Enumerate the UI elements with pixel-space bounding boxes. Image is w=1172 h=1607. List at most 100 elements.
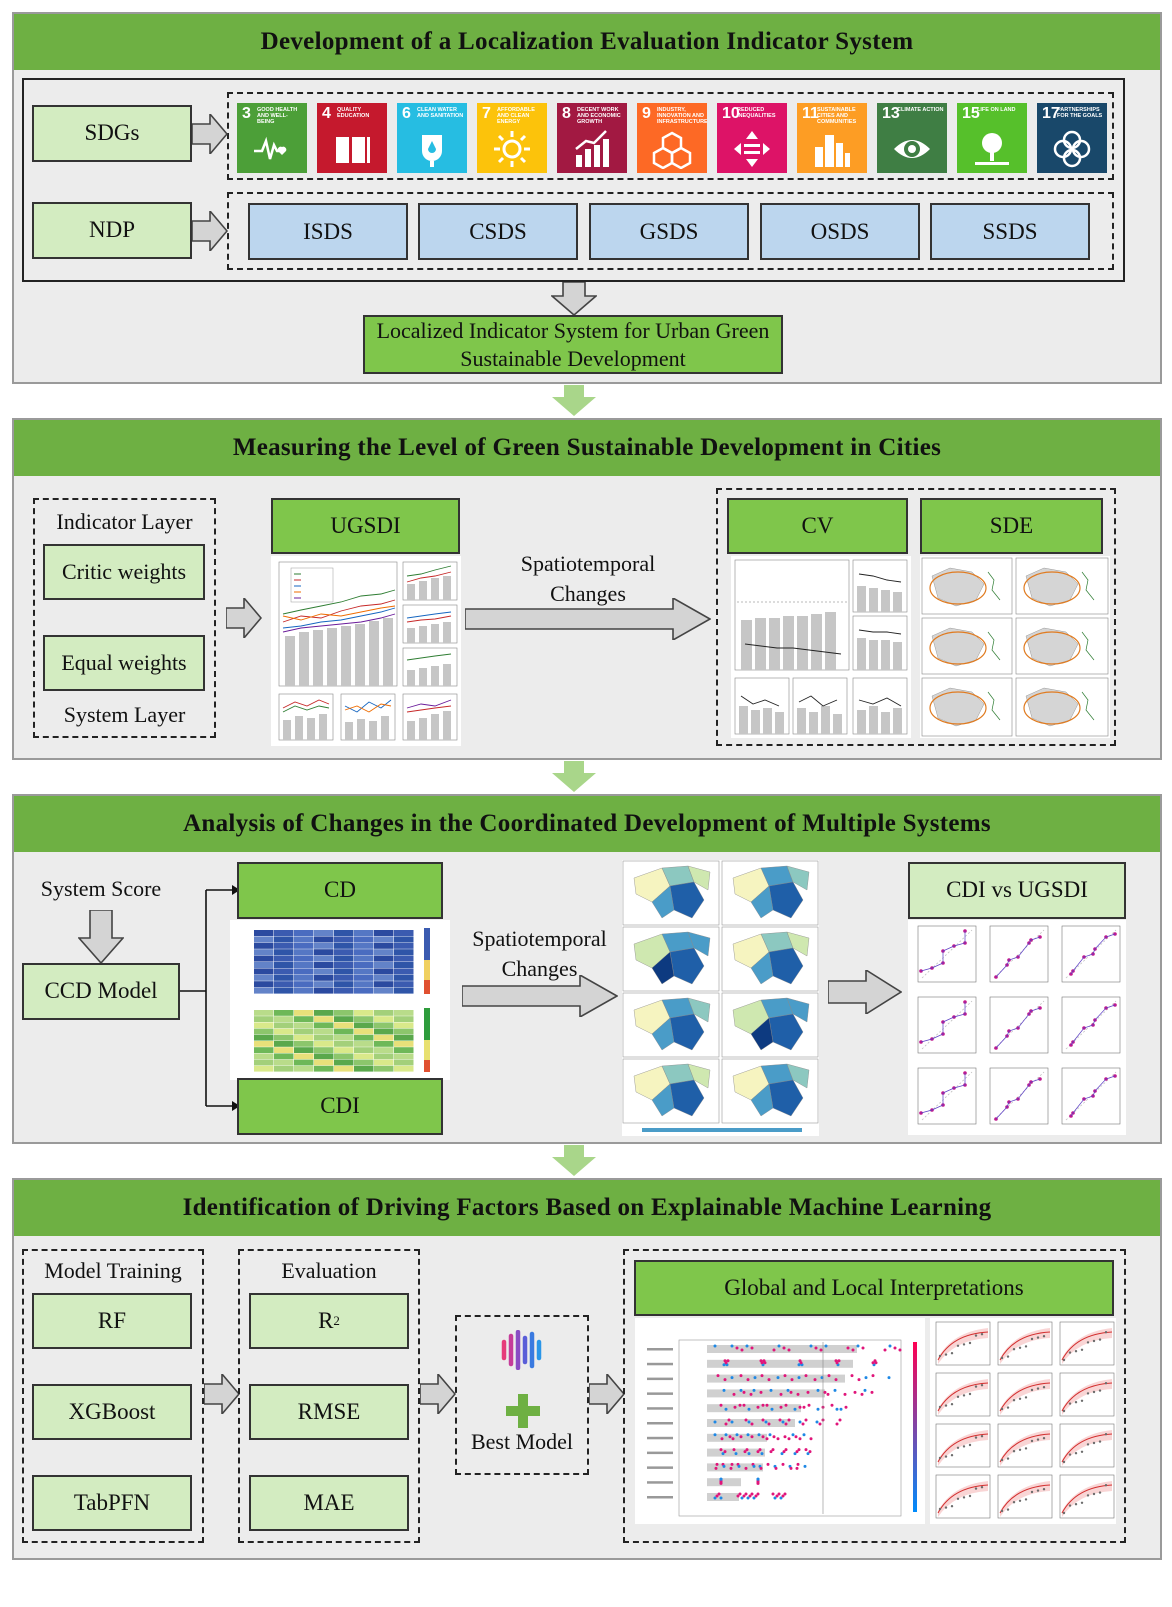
dependence-panel — [997, 1423, 1053, 1468]
importance-bar — [707, 1463, 763, 1472]
shap-point — [724, 1407, 728, 1411]
heatmap-cell — [274, 974, 294, 981]
sdg-tile-13: 13Climate action — [877, 103, 947, 173]
shap-point — [834, 1378, 838, 1382]
section-title: Development of a Localization Evaluation… — [14, 14, 1160, 70]
shap-point — [843, 1392, 847, 1396]
shap-point — [863, 1388, 867, 1392]
heatmap-cell — [394, 962, 414, 968]
shap-point — [760, 1452, 764, 1456]
cv-bar-plots — [734, 559, 908, 735]
shap-point — [813, 1378, 817, 1382]
heatmap-cell — [314, 1059, 334, 1066]
trend-curve — [999, 1382, 1051, 1412]
heatmap-cell — [294, 1022, 314, 1029]
heatmap-cell — [274, 949, 294, 956]
shap-point — [730, 1344, 734, 1348]
heatmap-cell — [254, 1053, 274, 1060]
shap-point — [871, 1374, 875, 1378]
shap-point — [802, 1405, 806, 1409]
dependence-point — [956, 1497, 960, 1500]
dependence-point — [1104, 1331, 1108, 1334]
shap-point — [795, 1466, 799, 1470]
shap-point — [807, 1403, 811, 1407]
shap-point — [844, 1405, 848, 1409]
heatmap-cell — [374, 1041, 394, 1047]
shap-point — [781, 1420, 785, 1424]
heatmap-cell — [354, 1065, 374, 1072]
shap-point — [728, 1435, 732, 1439]
arrow-right-icon — [420, 1374, 456, 1414]
heatmap-cell — [354, 1022, 374, 1029]
heatmap-cell — [314, 1041, 334, 1047]
weights-frame — [33, 498, 216, 738]
shap-point — [796, 1392, 800, 1396]
heatmap-cell — [394, 949, 414, 956]
heatmap-cell — [314, 968, 334, 975]
dependence-point — [1092, 1339, 1096, 1343]
cd-box: CD — [237, 862, 443, 919]
shap-point — [798, 1405, 802, 1409]
dependence-point — [1092, 1441, 1096, 1445]
shap-point — [735, 1346, 739, 1350]
heatmap-cell — [394, 1034, 414, 1041]
shap-point — [753, 1376, 757, 1380]
heatmap-cell — [334, 981, 354, 988]
shap-point — [823, 1390, 827, 1394]
heatmap-cell — [314, 974, 334, 981]
shap-point — [804, 1448, 808, 1452]
shap-point — [736, 1494, 740, 1498]
dependence-panel — [997, 1474, 1053, 1519]
shap-point — [789, 1466, 793, 1470]
sdg-tile-7: 7Affordable and clean energy — [477, 103, 547, 173]
shap-point — [729, 1466, 733, 1470]
shap-point — [713, 1433, 717, 1437]
heatmap-cell — [354, 1016, 374, 1022]
shap-point — [883, 1348, 887, 1352]
importance-bar — [707, 1433, 767, 1442]
heatmap-cell — [334, 1059, 354, 1066]
sdg-tile-9: 9Industry, innovation and infrastructure — [637, 103, 707, 173]
shap-point — [860, 1392, 864, 1396]
shap-point — [744, 1418, 748, 1422]
shap-point — [814, 1346, 818, 1350]
sdg-tile-3: 3Good health and well-being — [237, 103, 307, 173]
dependence-point — [1104, 1433, 1108, 1436]
dependence-point — [950, 1403, 954, 1406]
dependence-point — [962, 1496, 966, 1499]
heatmap-cell — [354, 930, 374, 936]
trend-curve — [999, 1433, 1051, 1463]
shap-point — [779, 1392, 783, 1396]
bracket-connector — [180, 885, 240, 1111]
scatter-panel — [917, 996, 977, 1054]
heatmap-cell — [394, 987, 414, 994]
shap-point — [746, 1433, 750, 1437]
feature-tick-label — [647, 1481, 673, 1484]
feature-tick-label — [647, 1392, 673, 1395]
heatmap-cell — [274, 1016, 294, 1022]
heatmap-cell — [314, 1053, 334, 1060]
shap-point — [816, 1407, 820, 1411]
shap-point — [759, 1466, 763, 1470]
dependence-point — [968, 1494, 972, 1498]
shap-point — [797, 1448, 801, 1452]
heatmap-cell — [294, 1047, 314, 1053]
heatmap-cell — [254, 936, 274, 943]
shap-point — [756, 1481, 760, 1485]
shap-point — [786, 1388, 790, 1392]
heatmap-cell — [354, 1028, 374, 1035]
heatmap-cell — [274, 981, 294, 988]
heatmap-cell — [274, 1059, 294, 1066]
heatmap-cell — [274, 1022, 294, 1029]
region-shapes — [633, 1063, 711, 1117]
dependence-point — [962, 1394, 966, 1397]
dependence-point — [950, 1352, 954, 1355]
shap-point — [745, 1344, 749, 1348]
dependence-point — [1030, 1490, 1034, 1494]
heatmap-cell — [354, 936, 374, 943]
sdg-tile-4: 4Quality education — [317, 103, 387, 173]
shap-point — [759, 1359, 763, 1363]
model-training-frame — [22, 1249, 204, 1543]
heatmap-cell — [274, 942, 294, 949]
heatmap-cell — [274, 955, 294, 962]
